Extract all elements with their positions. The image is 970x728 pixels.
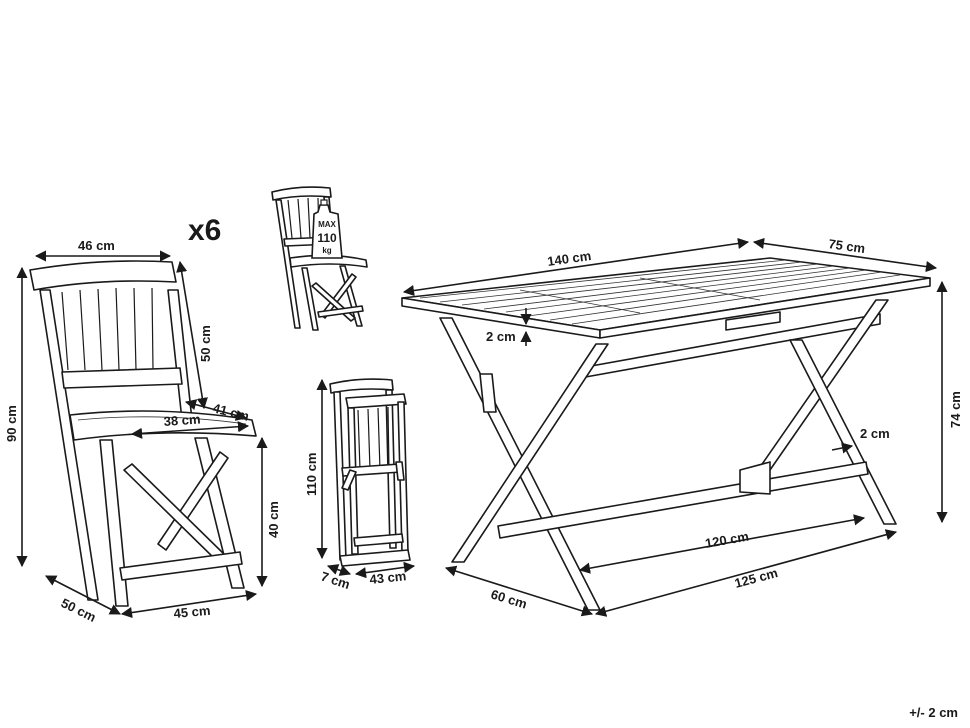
quantity-badge: x6	[188, 214, 221, 247]
dim-folded-width	[354, 561, 416, 579]
dim-folded-thickness	[326, 564, 352, 576]
label-chair-total-height: 90 cm	[4, 405, 19, 442]
label-chair-top-width: 46 cm	[78, 238, 115, 253]
label-table-leg-thickness: 2 cm	[860, 426, 890, 441]
dim-chair-base-width	[120, 589, 258, 619]
weight-max-label: MAX	[318, 220, 336, 229]
label-chair-seat-width: 38 cm	[163, 411, 201, 429]
label-table-base-length: 125 cm	[733, 565, 779, 591]
dim-chair-base-depth	[45, 575, 121, 615]
table-illustration	[401, 257, 931, 611]
dim-table-length	[402, 237, 750, 297]
chair-dimensions: 46 cm 50 cm 90 cm 41 cm 38 cm 40 cm 50 c…	[4, 238, 281, 625]
dim-chair-back-height	[176, 260, 208, 410]
dim-table-base-width	[444, 565, 594, 617]
label-folded-width: 43 cm	[369, 568, 407, 587]
weight-unit: kg	[322, 246, 331, 255]
tolerance-note: +/- 2 cm	[909, 705, 958, 720]
label-table-width: 75 cm	[828, 236, 867, 256]
folded-chair-illustration	[329, 378, 411, 567]
label-chair-back-height: 50 cm	[198, 325, 213, 362]
label-chair-seat-height: 40 cm	[266, 501, 281, 538]
label-table-base-width: 60 cm	[489, 587, 529, 612]
dim-chair-seat-width	[130, 421, 250, 439]
label-table-length: 140 cm	[546, 248, 592, 269]
label-table-top-thickness: 2 cm	[486, 329, 516, 344]
weight-value: 110	[317, 231, 337, 245]
label-chair-base-width: 45 cm	[173, 603, 211, 621]
table-dimensions: 140 cm 75 cm 2 cm 74 cm 2 cm 120 cm 125 …	[402, 236, 963, 617]
dim-table-width	[752, 237, 938, 273]
label-table-height: 74 cm	[948, 391, 963, 428]
dim-table-base-length	[594, 529, 898, 617]
label-table-inner-length: 120 cm	[704, 529, 750, 551]
dim-chair-seat-side	[184, 399, 248, 421]
label-folded-height: 110 cm	[304, 453, 319, 496]
dim-table-leg-thickness	[831, 442, 854, 454]
weight-icon: MAX 110 kg	[311, 199, 343, 259]
